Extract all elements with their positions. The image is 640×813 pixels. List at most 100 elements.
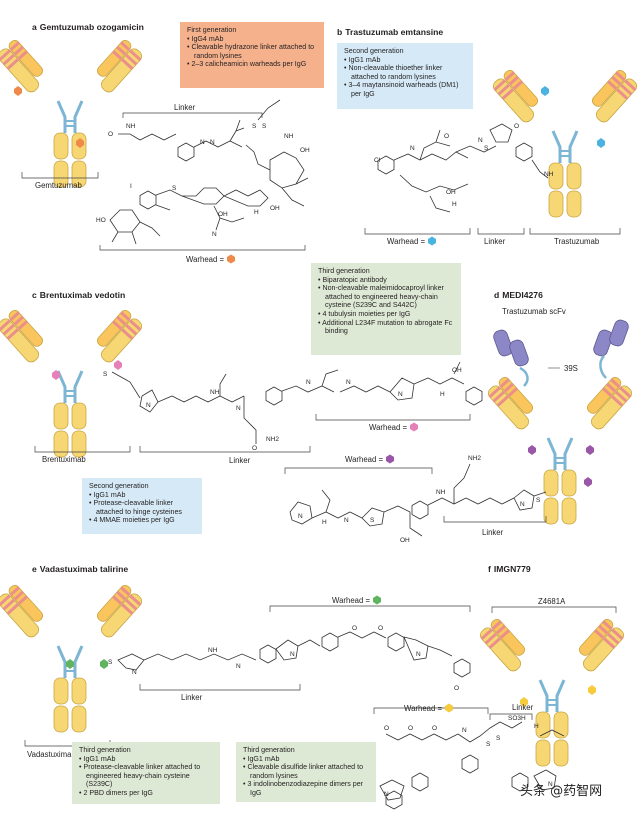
chem-label-nh: NH [126,123,136,130]
chem-label-s-d: S [370,517,375,524]
panel-a-callout: First generation IgG4 mAb Cleavable hydr… [180,22,324,88]
chem-label-o-f2: O [408,725,413,732]
panel-b-linker-label: Linker [484,237,506,246]
chem-label-oh2: OH [218,211,228,218]
chem-label-oh3: OH [270,205,280,212]
chem-label-n-e3: N [290,651,295,658]
warhead-f-marker [588,685,596,695]
warhead-c-marker [114,360,122,370]
chem-label-s-d2: S [536,497,541,504]
chem-label-oh: OH [300,147,310,154]
warhead-e-legend-icon [373,595,381,605]
chem-label-n-f3: N [548,781,553,788]
chem-label-o-e3: O [454,685,459,692]
panel-c-linker-label: Linker [229,456,251,465]
chem-label-nh-e: NH [208,647,218,654]
panel-d-linker-label: Linker [482,528,504,537]
chem-label-s3: S [172,185,177,192]
panel-a-antibody-label: Gemtuzumab [35,181,82,190]
chem-label-i: I [130,183,132,190]
chem-label-o-b2: O [514,123,519,130]
chem-label-n-b: N [410,145,415,152]
chem-label-h-d: H [322,519,327,526]
panel-a-linker-label: Linker [174,103,196,112]
chem-label-n-f: N [462,727,467,734]
warhead-f-legend-icon [445,703,453,713]
chem-label-n-c2: N [236,405,241,412]
warhead-b-legend-icon [428,236,436,246]
panel-f-antibody [476,615,628,768]
panel-f-linker-label: Linker [512,703,534,712]
warhead-a-marker [76,138,84,148]
warhead-a-legend-icon [227,254,235,264]
panel-d-callout: Third generation Biparatopic antibody No… [311,263,461,355]
panel-e-antibody [0,581,146,734]
chem-label-s-e: S [108,659,113,666]
chem-label-nh2: NH [284,133,294,140]
chem-label-o-f: O [384,725,389,732]
warhead-d-legend-icon [386,454,394,464]
chem-label-cl: Cl [374,157,381,164]
chem-label-n2: N [210,139,215,146]
chem-label-o: O [108,131,113,138]
chem-label-h-f: H [534,723,539,730]
chem-label-h-b: H [452,201,457,208]
warhead-e-marker [66,659,74,669]
chem-label-n-c3: N [306,379,311,386]
panel-a-warhead-label: Warhead = [186,255,225,264]
panel-d-antibody [484,373,636,526]
panel-f-antibody-label: Z4681A [538,597,566,606]
panel-e-warhead-label: Warhead = [332,596,371,605]
watermark: 头条 @药智网 [520,784,603,799]
panel-f-warhead-label: Warhead = [404,704,443,713]
panel-b-antibody [489,66,640,219]
chem-label-n-d: N [298,513,303,520]
chem-label-n-c5: N [398,391,403,398]
chem-label-nh-b: NH [544,171,554,178]
warhead-a-marker [14,86,22,96]
panel-b-warhead-label: Warhead = [387,237,426,246]
chem-label-h: H [254,209,259,216]
chem-label-s-c: S [103,371,108,378]
chem-label-nh-c: NH [210,389,220,396]
chem-label-o-b: O [444,133,449,140]
warhead-d-marker [528,445,536,455]
chem-label-oh-c: OH [452,367,462,374]
warhead-c-legend-icon [410,422,418,432]
warhead-b-marker [597,138,605,148]
chem-label-nh-d: NH [436,489,446,496]
panel-c-antibody-label: Brentuximab [42,455,86,464]
panel-b-antibody-label: Trastuzumab [554,237,600,246]
warhead-d-marker [586,445,594,455]
chem-label-s: S [252,123,257,130]
chem-label-nh2-c: NH2 [266,436,279,443]
chem-label-n-e4: N [416,651,421,658]
warhead-c-marker [52,370,60,380]
chem-label-s-b: S [484,145,489,152]
chem-label-n-e2: N [236,663,241,670]
chem-label-oh-b: OH [446,189,456,196]
warhead-e-marker [100,659,108,669]
chem-label-so3h: SO3H [508,715,526,722]
panel-c-warhead-label: Warhead = [369,423,408,432]
chem-label-n-c: N [146,402,151,409]
chem-label-n-c4: N [346,379,351,386]
chem-label-s2: S [262,123,267,130]
chem-label-h-c: H [440,391,445,398]
chem-label-n-d2: N [344,517,349,524]
chem-label-o-e2: O [378,625,383,632]
panel-c-callout: Second generation IgG1 mAb Protease-clea… [82,478,202,534]
warhead-d-marker [584,477,592,487]
chem-label-n3: N [212,231,217,238]
panel-c-antibody [0,306,146,459]
